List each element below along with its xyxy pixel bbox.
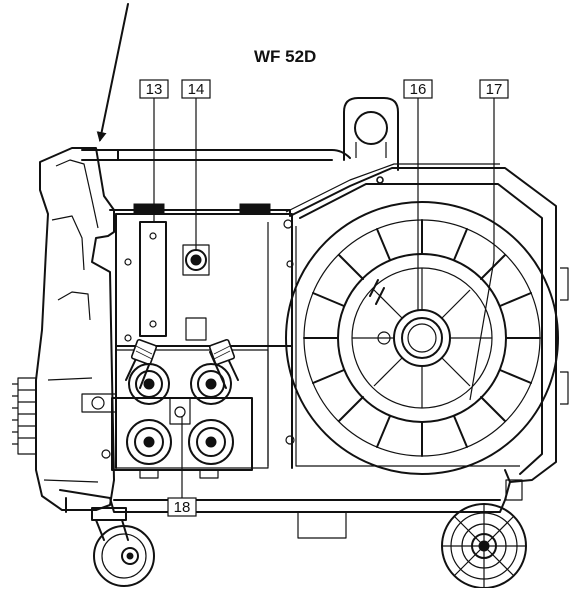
front-panel [12,147,115,511]
right-side-frame [285,226,523,501]
diagram-title: WF 52D [254,47,316,66]
callout-16: 16 [403,79,433,310]
callout-label: 16 [410,81,427,98]
callout-label: 18 [174,499,191,516]
callout-18: 18 [167,416,197,517]
callout-13: 13 [139,79,169,222]
callout-label: 17 [486,81,503,98]
caster-wheel [91,507,155,587]
callout-14: 14 [181,79,211,250]
top-handle [81,97,399,171]
rear-wheel [441,503,527,589]
wire-drive-unit [81,338,269,479]
callout-17: 17 [469,79,509,401]
callout-label: 13 [146,81,163,98]
callout-label: 14 [188,81,205,98]
pointer-arrow [96,3,129,142]
wire-spool [285,201,559,475]
